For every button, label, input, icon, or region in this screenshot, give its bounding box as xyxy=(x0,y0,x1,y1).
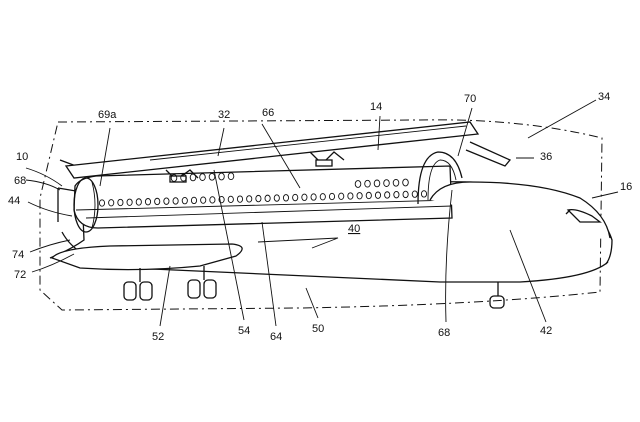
window xyxy=(420,190,428,198)
rear-frame-inner xyxy=(91,181,96,229)
canopy-tip xyxy=(465,141,512,167)
ref-32: 32 xyxy=(218,109,230,121)
window xyxy=(364,179,371,188)
window xyxy=(319,193,326,201)
module-front-frame xyxy=(417,151,463,205)
module-front-frame-inner xyxy=(427,159,457,201)
window xyxy=(163,197,170,205)
window xyxy=(246,195,253,203)
main-landing-gear-left xyxy=(123,268,153,301)
window xyxy=(209,196,216,204)
window xyxy=(255,194,262,203)
ref-34: 34 xyxy=(598,91,610,103)
window xyxy=(373,179,381,188)
window xyxy=(180,173,187,182)
front-cabin-windows xyxy=(354,178,409,188)
window xyxy=(227,195,234,204)
window xyxy=(154,197,161,206)
ref-74: 74 xyxy=(12,249,24,261)
ref-69a: 69a xyxy=(98,109,117,121)
dashed-boundary xyxy=(39,119,603,311)
window xyxy=(411,190,418,198)
window xyxy=(383,179,390,187)
ref-14: 14 xyxy=(370,101,382,113)
window xyxy=(117,198,124,207)
window xyxy=(218,195,225,204)
window xyxy=(200,196,207,204)
ref-72: 72 xyxy=(14,269,26,281)
window xyxy=(190,196,198,205)
window xyxy=(170,174,178,182)
actuator-fitting-fwd xyxy=(309,151,345,167)
window xyxy=(208,172,216,181)
ref-64: 64 xyxy=(270,331,282,343)
window xyxy=(365,191,372,200)
window xyxy=(310,193,317,201)
ref-66: 66 xyxy=(262,107,274,119)
window xyxy=(402,178,409,187)
ref-44: 44 xyxy=(8,195,20,207)
cabin-module-floor xyxy=(85,205,453,219)
window xyxy=(356,192,363,200)
window xyxy=(98,199,106,207)
cockpit-window xyxy=(565,208,602,223)
ref-68-top: 68 xyxy=(14,175,26,187)
window xyxy=(354,180,362,188)
window xyxy=(393,191,400,199)
window xyxy=(402,190,409,199)
cabin-module-beltline xyxy=(75,199,453,211)
ref-16: 16 xyxy=(620,181,632,193)
ref-10: 10 xyxy=(16,151,28,163)
upper-deck-windows xyxy=(170,172,235,182)
ref-36: 36 xyxy=(540,151,552,163)
canopy-inner-edge xyxy=(149,125,467,161)
window xyxy=(374,191,382,199)
nose-landing-gear xyxy=(489,282,505,309)
window xyxy=(264,194,271,202)
window xyxy=(108,199,115,207)
window xyxy=(338,192,345,200)
window xyxy=(227,172,235,181)
window xyxy=(218,172,225,181)
window xyxy=(301,193,308,201)
window xyxy=(392,178,400,187)
window xyxy=(189,173,197,182)
main-deck-windows xyxy=(98,190,428,207)
window xyxy=(126,198,133,206)
window xyxy=(144,198,152,206)
window xyxy=(384,191,391,199)
window xyxy=(236,195,244,203)
window xyxy=(292,193,299,202)
ref-52: 52 xyxy=(152,331,164,343)
ref-54: 54 xyxy=(238,325,250,337)
window xyxy=(199,173,206,181)
window xyxy=(273,194,280,202)
cabin-module xyxy=(73,165,453,229)
leader-lines xyxy=(25,99,619,327)
window xyxy=(172,197,179,205)
ref-42: 42 xyxy=(540,325,552,337)
ref-68-bottom: 68 xyxy=(438,327,450,339)
window xyxy=(135,198,142,206)
window xyxy=(347,192,354,200)
nose-section xyxy=(429,181,611,239)
wing-strake xyxy=(257,237,339,249)
ref-70: 70 xyxy=(464,93,476,105)
window xyxy=(181,197,188,205)
wing xyxy=(50,243,243,271)
module-rear-frame xyxy=(73,177,99,233)
main-landing-gear-right xyxy=(187,266,217,299)
ref-50: 50 xyxy=(312,323,324,335)
ref-40: 40 xyxy=(348,223,360,235)
window xyxy=(282,194,290,202)
window xyxy=(328,192,336,201)
